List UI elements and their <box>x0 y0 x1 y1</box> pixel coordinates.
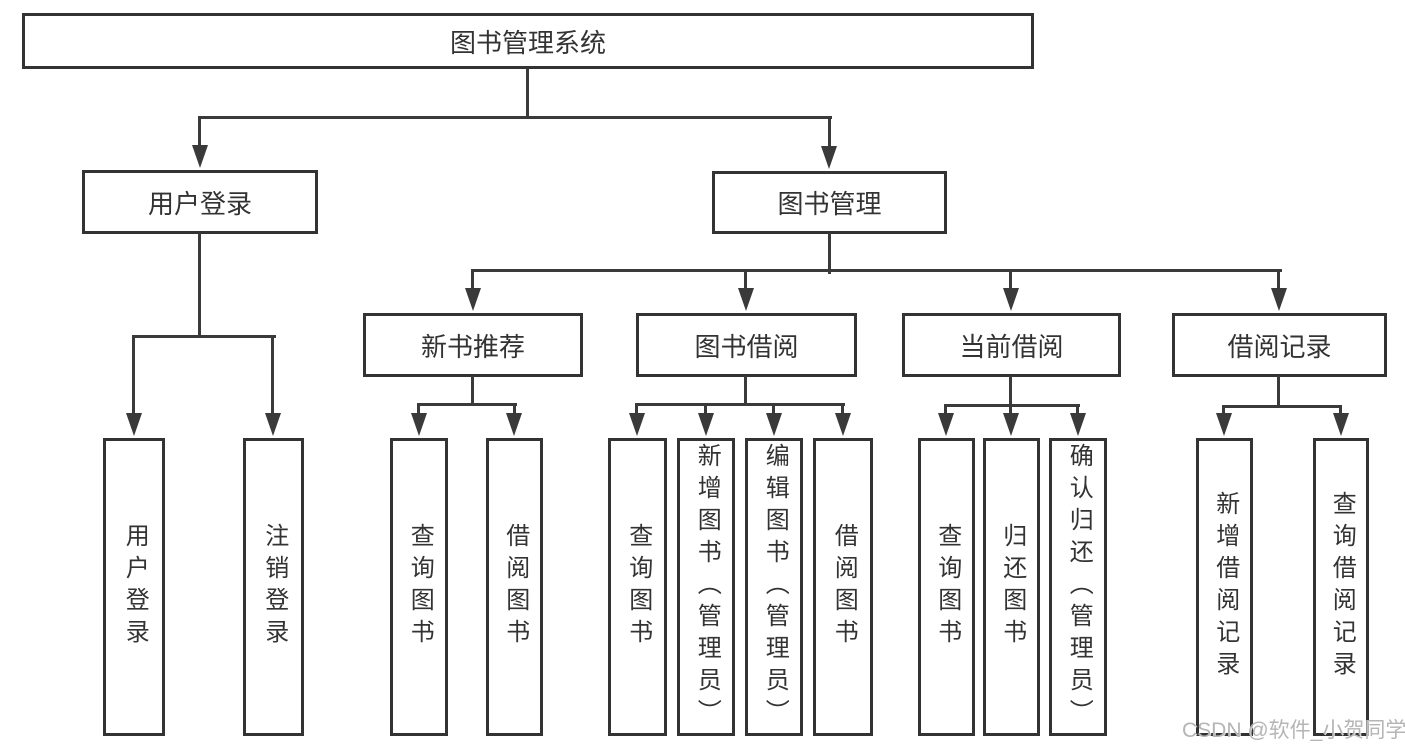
connector-line <box>513 406 516 416</box>
connector-line <box>198 233 201 338</box>
arrow-down-icon <box>766 413 782 436</box>
node-book-borrowing: 图书借阅 <box>636 313 857 377</box>
arrow-down-icon <box>738 288 754 311</box>
leaf-logout: 注销登录 <box>243 438 304 736</box>
connector-line <box>704 406 707 416</box>
leaf-query-books-borrowing: 查询图书 <box>608 438 667 736</box>
node-library-management-system: 图书管理系统 <box>22 13 1034 69</box>
connector-line <box>828 119 831 148</box>
connector-line <box>1009 407 1012 416</box>
leaf-borrow-books-borrowing: 借阅图书 <box>813 438 873 736</box>
connector-line <box>132 335 276 338</box>
node-label: 图书借阅 <box>694 331 799 362</box>
arrow-down-icon <box>192 145 208 168</box>
arrow-down-icon <box>265 413 281 436</box>
arrow-down-icon <box>1003 413 1019 436</box>
leaf-label: 编辑图书（管理员） <box>761 443 789 731</box>
leaf-label: 借阅图书 <box>501 523 529 651</box>
connector-line <box>471 269 1282 272</box>
arrow-down-icon <box>126 413 142 436</box>
node-label: 图书管理 <box>777 189 882 219</box>
connector-line <box>526 68 529 118</box>
connector-line <box>271 338 274 416</box>
connector-line <box>1277 376 1280 408</box>
node-user-login: 用户登录 <box>82 170 318 234</box>
leaf-label: 借阅图书 <box>830 523 858 651</box>
arrow-down-icon <box>1333 413 1349 436</box>
connector-line <box>944 407 947 416</box>
connector-line <box>1339 408 1342 416</box>
arrow-down-icon <box>411 413 427 436</box>
arrow-down-icon <box>465 288 481 311</box>
arrow-down-icon <box>821 146 837 169</box>
node-label: 图书管理系统 <box>449 27 606 58</box>
connector-line <box>198 116 832 119</box>
leaf-add-books-admin: 新增图书（管理员） <box>677 438 735 736</box>
leaf-query-books-recommend: 查询图书 <box>390 438 448 736</box>
leaf-return-books: 归还图书 <box>983 438 1040 736</box>
node-label: 新书推荐 <box>420 331 525 362</box>
connector-line <box>744 272 747 291</box>
node-new-book-recommendation: 新书推荐 <box>363 313 583 377</box>
connector-line <box>471 376 474 406</box>
connector-line <box>635 406 638 416</box>
connector-line <box>132 338 135 416</box>
connector-line <box>772 406 775 416</box>
node-borrowing-records: 借阅记录 <box>1172 313 1387 377</box>
arrow-down-icon <box>835 413 851 436</box>
leaf-borrow-books-recommend: 借阅图书 <box>486 438 543 736</box>
leaf-label: 查询图书 <box>624 523 652 651</box>
connector-line <box>744 376 747 406</box>
node-label: 借阅记录 <box>1227 331 1332 362</box>
connector-line <box>841 406 844 416</box>
leaf-edit-books-admin: 编辑图书（管理员） <box>745 438 803 736</box>
leaf-query-borrow-record: 查询借阅记录 <box>1313 438 1369 736</box>
leaf-label: 用户登录 <box>121 523 149 651</box>
leaf-query-books-current: 查询图书 <box>918 438 975 736</box>
connector-line <box>198 119 201 148</box>
node-label: 当前借阅 <box>959 331 1064 362</box>
arrow-down-icon <box>1271 288 1287 311</box>
leaf-label: 新增图书（管理员） <box>693 443 721 731</box>
leaf-label: 注销登录 <box>260 523 288 651</box>
leaf-label: 查询图书 <box>933 523 961 651</box>
leaf-label: 归还图书 <box>998 523 1026 651</box>
leaf-label: 新增借阅记录 <box>1211 491 1239 683</box>
node-label: 用户登录 <box>147 188 252 219</box>
arrow-down-icon <box>1070 413 1086 436</box>
node-current-borrowing: 当前借阅 <box>902 313 1121 377</box>
arrow-down-icon <box>938 413 954 436</box>
connector-line <box>1009 376 1012 407</box>
connector-line <box>471 272 474 291</box>
connector-line <box>417 406 420 416</box>
arrow-down-icon <box>1003 288 1019 311</box>
connector-line <box>828 233 831 274</box>
node-book-management: 图书管理 <box>712 171 947 234</box>
arrow-down-icon <box>629 413 645 436</box>
connector-line <box>1009 272 1012 291</box>
connector-line <box>635 403 845 406</box>
leaf-label: 确认归还（管理员） <box>1065 443 1093 731</box>
connector-line <box>1076 407 1079 416</box>
arrow-down-icon <box>1216 413 1232 436</box>
arrow-down-icon <box>698 413 714 436</box>
connector-line <box>944 404 1080 407</box>
connector-line <box>1222 405 1342 408</box>
connector-line <box>1222 408 1225 416</box>
watermark: CSDN @软件_小贺同学 <box>1182 719 1405 742</box>
leaf-label: 查询借阅记录 <box>1328 491 1356 683</box>
arrow-down-icon <box>506 413 522 436</box>
leaf-label: 查询图书 <box>406 523 434 651</box>
leaf-user-login: 用户登录 <box>103 438 165 736</box>
connector-line <box>417 403 517 406</box>
leaf-confirm-return-admin: 确认归还（管理员） <box>1049 438 1107 736</box>
leaf-add-borrow-record: 新增借阅记录 <box>1196 438 1253 736</box>
connector-line <box>1277 272 1280 291</box>
